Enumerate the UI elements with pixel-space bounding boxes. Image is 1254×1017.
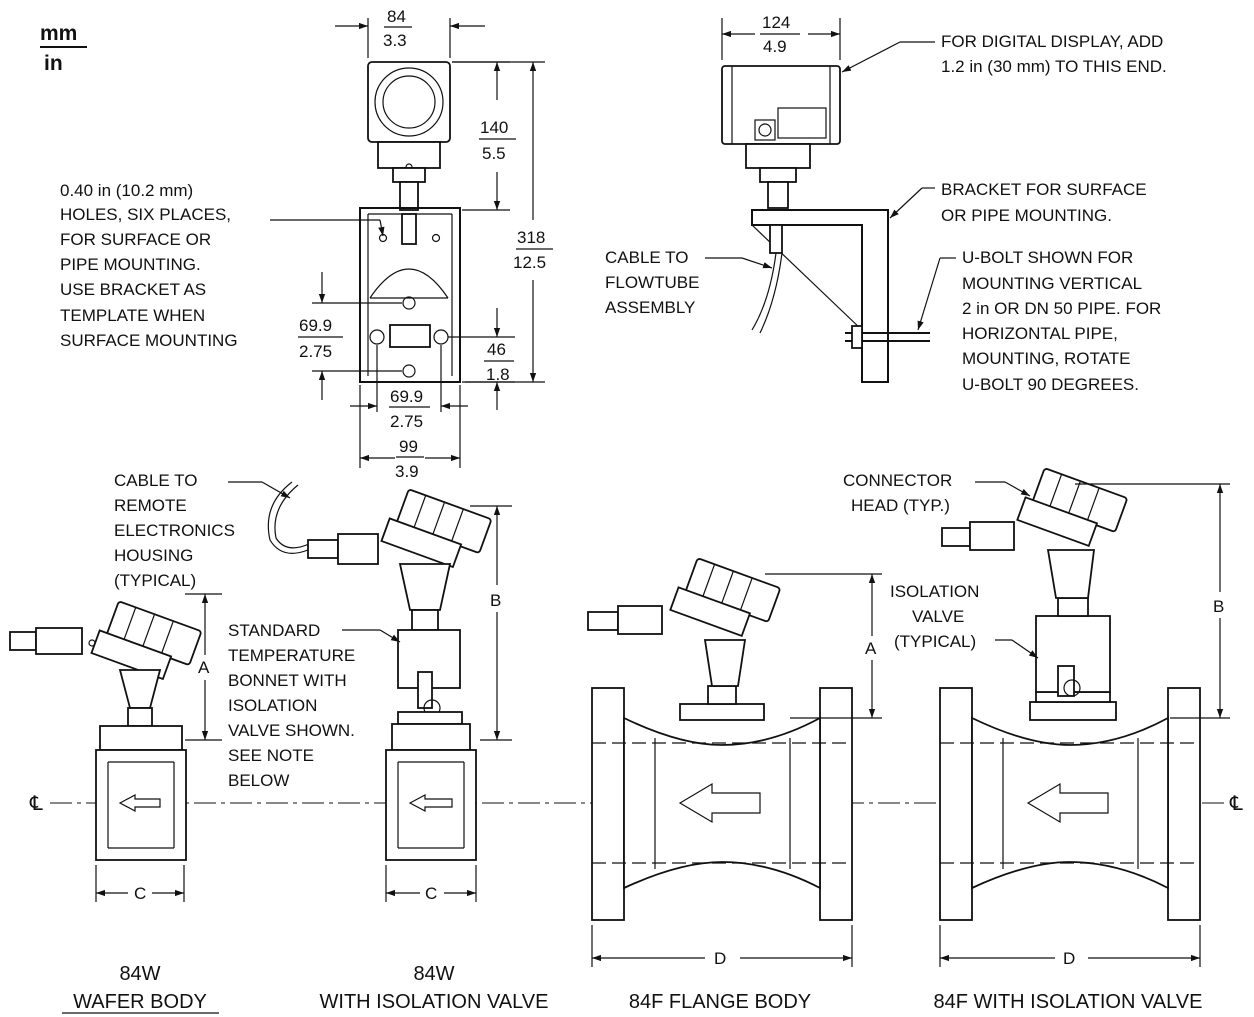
svg-text:REMOTE: REMOTE	[114, 496, 187, 515]
dim-total-height-in: 12.5	[513, 253, 546, 272]
caption-flange-iso: 84F WITH ISOLATION VALVE	[934, 991, 1203, 1013]
svg-text:HOUSING: HOUSING	[114, 546, 193, 565]
caption-wafer-bottom: WAFER BODY	[73, 991, 207, 1013]
dim-total-height-mm: 318	[517, 228, 545, 247]
dim-hole-offset-in: 1.8	[486, 365, 510, 384]
svg-text:SEE NOTE: SEE NOTE	[228, 746, 314, 765]
dim-bracket-width-in: 3.9	[395, 462, 419, 481]
svg-text:CONNECTOR: CONNECTOR	[843, 471, 952, 490]
dim-hole-offset-mm: 46	[487, 340, 506, 359]
svg-text:VALVE: VALVE	[912, 607, 964, 626]
svg-text:ASSEMBLY: ASSEMBLY	[605, 298, 695, 317]
flowtube-cable-note: CABLE TO FLOWTUBE ASSEMBLY	[605, 248, 699, 317]
wafer-body-drawing	[9, 593, 222, 902]
display-note: FOR DIGITAL DISPLAY, ADD 1.2 in (30 mm) …	[941, 32, 1167, 76]
svg-text:MOUNTING VERTICAL: MOUNTING VERTICAL	[962, 274, 1142, 293]
isolation-valve-note: ISOLATION VALVE (TYPICAL)	[890, 582, 979, 651]
dim-hole-vert-in: 2.75	[299, 342, 332, 361]
remote-cable-note: CABLE TO REMOTE ELECTRONICS HOUSING (TYP…	[114, 471, 235, 590]
centerline-symbol-right: ℄	[1229, 793, 1243, 815]
dim-hole-vert-mm: 69.9	[299, 316, 332, 335]
captions: 84W WAFER BODY 84W WITH ISOLATION VALVE …	[62, 963, 1203, 1014]
holes-note-line: USE BRACKET AS	[60, 280, 206, 299]
svg-text:BELOW: BELOW	[228, 771, 289, 790]
dim-side-width-mm: 124	[762, 13, 790, 32]
svg-text:HORIZONTAL PIPE,: HORIZONTAL PIPE,	[962, 324, 1118, 343]
caption-wafer-iso-bottom: WITH ISOLATION VALVE	[320, 991, 549, 1013]
dim-head-height-mm: 140	[480, 118, 508, 137]
bracket-note: BRACKET FOR SURFACE OR PIPE MOUNTING.	[941, 180, 1147, 225]
dim-b-flange-iso: B	[1213, 597, 1224, 616]
flange-iso-drawing	[939, 468, 1230, 967]
svg-text:TEMPERATURE: TEMPERATURE	[228, 646, 355, 665]
dim-d-flange: D	[714, 949, 726, 968]
holes-note-line: PIPE MOUNTING.	[60, 255, 201, 274]
svg-text:CABLE TO: CABLE TO	[605, 248, 688, 267]
svg-text:(TYPICAL): (TYPICAL)	[114, 571, 196, 590]
svg-text:OR PIPE MOUNTING.: OR PIPE MOUNTING.	[941, 206, 1112, 225]
svg-text:STANDARD: STANDARD	[228, 621, 320, 640]
svg-text:VALVE SHOWN.: VALVE SHOWN.	[228, 721, 355, 740]
svg-text:U-BOLT SHOWN FOR: U-BOLT SHOWN FOR	[962, 248, 1133, 267]
dim-b-wafer-iso: B	[490, 591, 501, 610]
dim-a-flange: A	[865, 639, 877, 658]
svg-text:ISOLATION: ISOLATION	[228, 696, 317, 715]
svg-text:ISOLATION: ISOLATION	[890, 582, 979, 601]
svg-text:ELECTRONICS: ELECTRONICS	[114, 521, 235, 540]
svg-text:FOR DIGITAL DISPLAY, ADD: FOR DIGITAL DISPLAY, ADD	[941, 32, 1163, 51]
holes-note-line: HOLES, SIX PLACES,	[60, 205, 231, 224]
units-legend: mm in	[40, 22, 87, 75]
caption-wafer-top: 84W	[119, 963, 160, 985]
unit-in: in	[44, 52, 63, 75]
dim-head-height-in: 5.5	[482, 144, 506, 163]
svg-text:U-BOLT 90 DEGREES.: U-BOLT 90 DEGREES.	[962, 375, 1139, 394]
dim-width-mm: 84	[387, 7, 406, 26]
centerline-symbol-left: ℄	[29, 793, 43, 815]
holes-note-line: SURFACE MOUNTING	[60, 331, 238, 350]
front-view-housing: 84 3.3 140 5.5	[270, 7, 553, 481]
caption-wafer-iso-top: 84W	[413, 963, 454, 985]
side-view-housing: 124 4.9	[705, 13, 956, 383]
dim-hole-horiz-mm: 69.9	[390, 387, 423, 406]
caption-flange: 84F FLANGE BODY	[629, 991, 811, 1013]
dim-a-wafer: A	[198, 658, 210, 677]
svg-text:FLOWTUBE: FLOWTUBE	[605, 273, 699, 292]
svg-text:2 in OR DN 50 PIPE. FOR: 2 in OR DN 50 PIPE. FOR	[962, 299, 1161, 318]
dim-width-in: 3.3	[383, 31, 407, 50]
bonnet-note: STANDARD TEMPERATURE BONNET WITH ISOLATI…	[228, 621, 355, 790]
svg-text:1.2 in (30 mm) TO THIS END.: 1.2 in (30 mm) TO THIS END.	[941, 57, 1167, 76]
wafer-iso-drawing	[228, 481, 512, 902]
holes-note: 0.40 in (10.2 mm) HOLES, SIX PLACES, FOR…	[60, 181, 238, 350]
dim-c-wafer: C	[134, 884, 146, 903]
svg-text:HEAD (TYP.): HEAD (TYP.)	[851, 496, 950, 515]
svg-text:CABLE TO: CABLE TO	[114, 471, 197, 490]
svg-text:BRACKET FOR SURFACE: BRACKET FOR SURFACE	[941, 180, 1147, 199]
holes-note-line: TEMPLATE WHEN	[60, 306, 205, 325]
svg-text:(TYPICAL): (TYPICAL)	[894, 632, 976, 651]
connector-head-note: CONNECTOR HEAD (TYP.)	[843, 471, 952, 515]
flange-body-drawing	[587, 558, 882, 967]
dim-c-wafer-iso: C	[425, 884, 437, 903]
ubolt-note: U-BOLT SHOWN FOR MOUNTING VERTICAL 2 in …	[962, 248, 1161, 394]
svg-text:MOUNTING, ROTATE: MOUNTING, ROTATE	[962, 349, 1130, 368]
unit-mm: mm	[40, 22, 77, 45]
dim-side-width-in: 4.9	[763, 37, 787, 56]
svg-text:BONNET WITH: BONNET WITH	[228, 671, 347, 690]
holes-note-line: FOR SURFACE OR	[60, 230, 211, 249]
dim-bracket-width-mm: 99	[399, 437, 418, 456]
dim-hole-horiz-in: 2.75	[390, 412, 423, 431]
dim-d-flange-iso: D	[1063, 949, 1075, 968]
holes-note-line: 0.40 in (10.2 mm)	[60, 181, 193, 200]
